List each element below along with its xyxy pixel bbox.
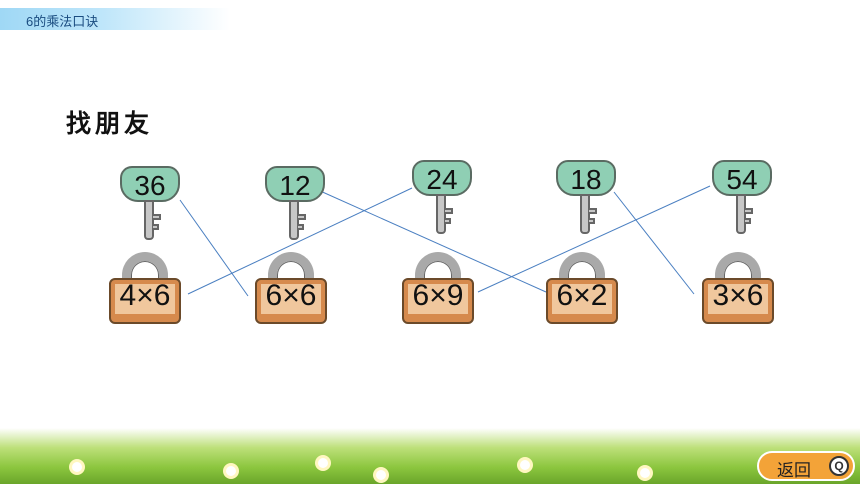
back-button[interactable]: 返回 Q bbox=[757, 451, 855, 481]
lock-expression: 6×6 bbox=[265, 279, 317, 312]
q-icon: Q bbox=[829, 456, 849, 476]
page-title: 6的乘法口诀 bbox=[26, 14, 99, 29]
flower-icon bbox=[72, 462, 82, 472]
prompt-text: 找朋友 bbox=[66, 109, 154, 138]
key-value: 18 bbox=[570, 164, 602, 195]
lock-4x6[interactable]: 4×6 bbox=[109, 252, 181, 324]
key-value: 24 bbox=[426, 164, 458, 195]
lock-3x6[interactable]: 3×6 bbox=[702, 252, 774, 324]
key-12[interactable]: 12 bbox=[265, 166, 325, 248]
lock-shackle bbox=[122, 252, 168, 296]
match-line-24 bbox=[187, 187, 413, 295]
lock-6x9[interactable]: 6×9 bbox=[402, 252, 474, 324]
key-36[interactable]: 36 bbox=[120, 166, 180, 248]
back-label: 返回 bbox=[777, 461, 811, 480]
match-line-54 bbox=[477, 185, 711, 293]
lock-expression: 4×6 bbox=[119, 279, 171, 312]
match-line-12 bbox=[317, 189, 547, 293]
flower-icon bbox=[226, 466, 236, 476]
lock-shackle bbox=[415, 252, 461, 296]
flower-icon bbox=[640, 468, 650, 478]
key-24[interactable]: 24 bbox=[412, 160, 472, 242]
lock-6x6[interactable]: 6×6 bbox=[255, 252, 327, 324]
lock-expression: 3×6 bbox=[712, 279, 764, 312]
lock-expression: 6×2 bbox=[556, 279, 608, 312]
match-line-36 bbox=[179, 199, 249, 297]
key-value: 12 bbox=[279, 170, 311, 201]
match-line-18 bbox=[613, 191, 695, 295]
flower-icon bbox=[376, 470, 386, 480]
key-18[interactable]: 18 bbox=[556, 160, 616, 242]
lock-shackle bbox=[559, 252, 605, 296]
key-value: 54 bbox=[726, 164, 758, 195]
flower-icon bbox=[520, 460, 530, 470]
key-value: 36 bbox=[134, 170, 166, 201]
key-head bbox=[120, 166, 180, 202]
key-54[interactable]: 54 bbox=[712, 160, 772, 242]
grass-decoration bbox=[0, 428, 860, 484]
lock-6x2[interactable]: 6×2 bbox=[546, 252, 618, 324]
key-head bbox=[556, 160, 616, 196]
lock-shackle bbox=[268, 252, 314, 296]
lock-shackle bbox=[715, 252, 761, 296]
title-bar: 6的乘法口诀 bbox=[0, 8, 230, 30]
lock-expression: 6×9 bbox=[412, 279, 464, 312]
flower-icon bbox=[318, 458, 328, 468]
